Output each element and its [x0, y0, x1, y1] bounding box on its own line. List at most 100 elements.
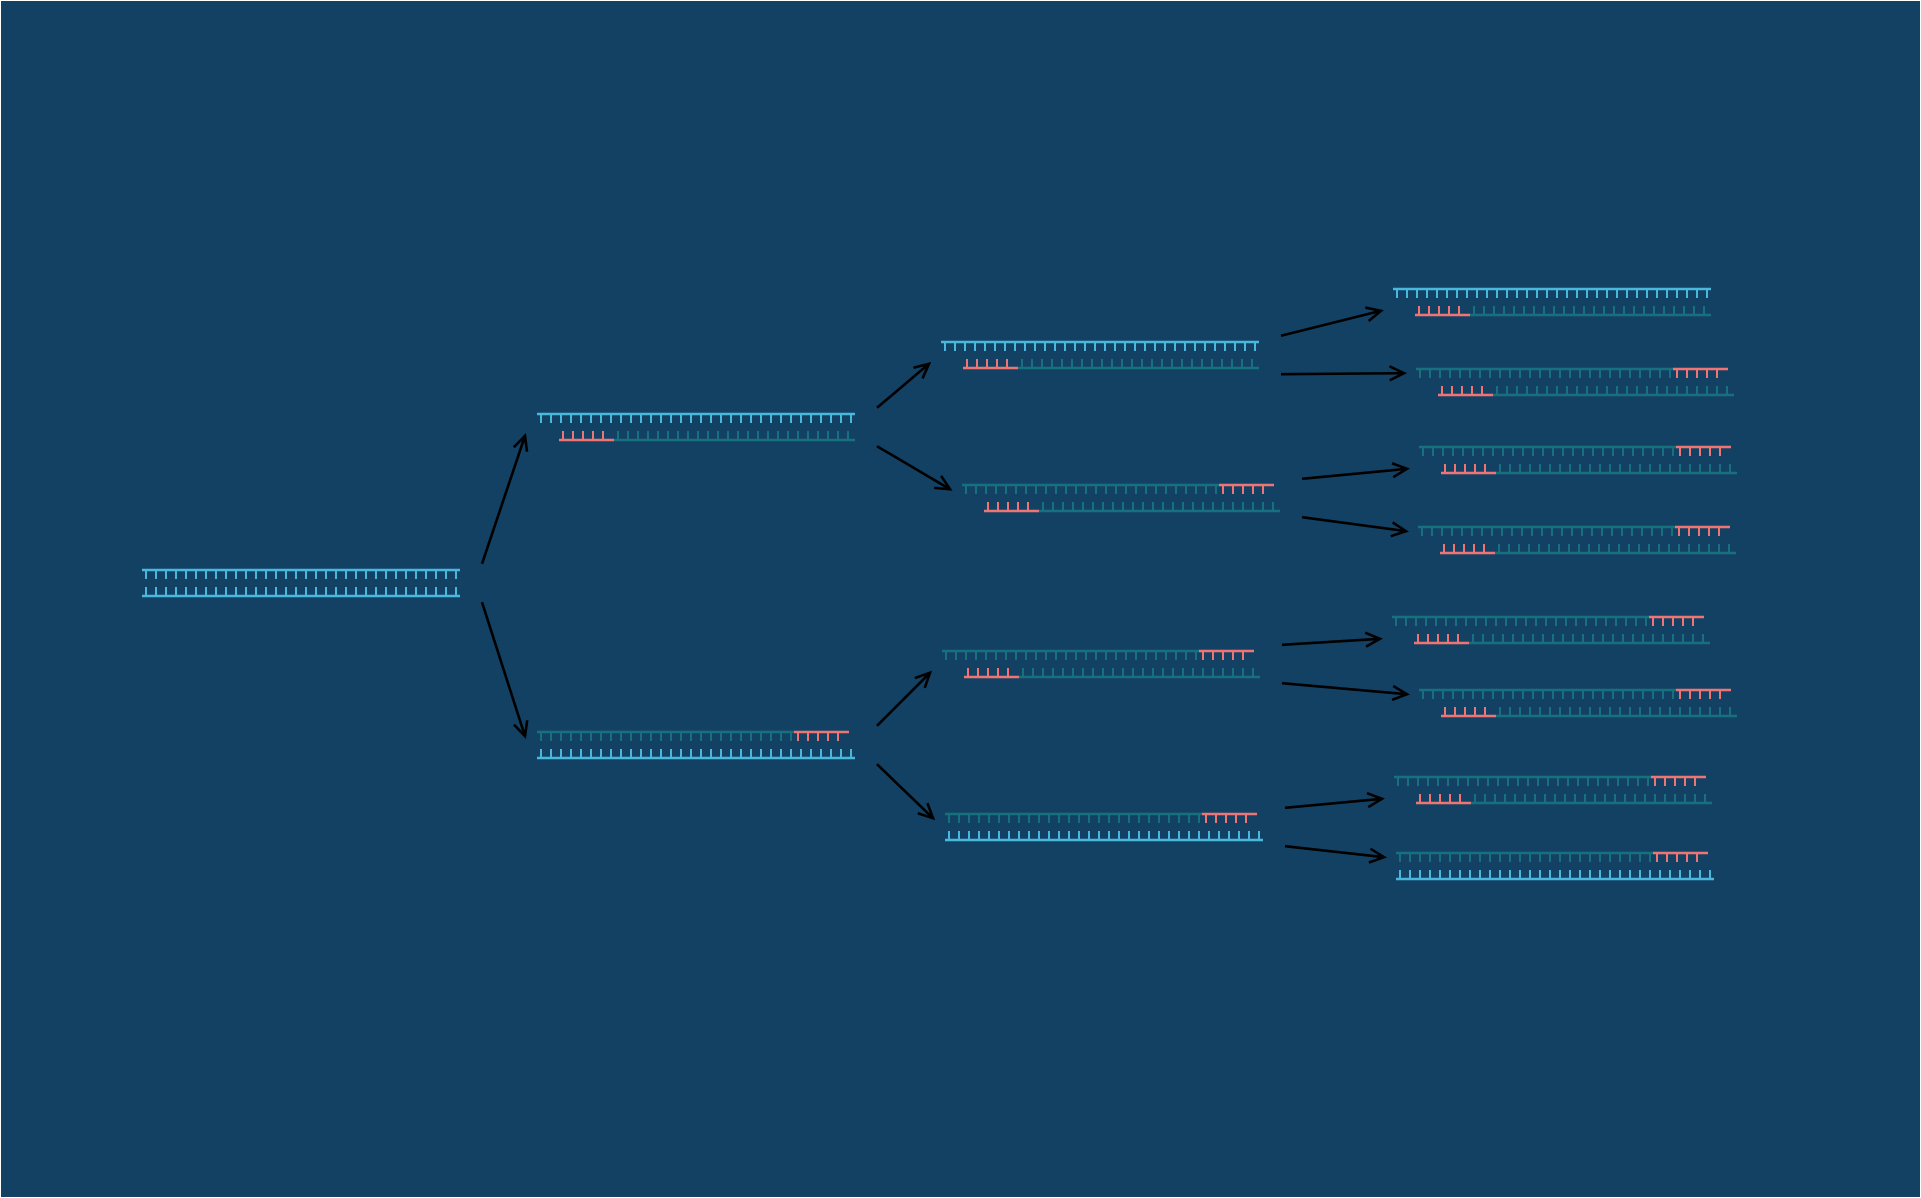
bottom-strand — [1469, 634, 1710, 645]
arrow-shaft — [1280, 309, 1382, 338]
primer-top — [1649, 615, 1704, 626]
arrow-shaft — [480, 435, 527, 565]
bottom-strand — [614, 431, 855, 442]
dna-molecule — [1419, 688, 1737, 718]
dna-molecule — [142, 568, 460, 598]
arrow — [876, 670, 933, 727]
arrow — [1280, 306, 1384, 338]
arrow — [480, 601, 529, 740]
bottom-strand — [1019, 668, 1260, 679]
primer-bottom — [1416, 794, 1471, 805]
primer-top — [1653, 851, 1708, 862]
arrow — [876, 763, 936, 821]
bottom-strand — [945, 831, 1263, 842]
arrow-head — [1366, 791, 1385, 809]
dna-molecule — [941, 340, 1259, 370]
arrow-head — [1390, 521, 1409, 538]
arrow-head — [917, 802, 936, 821]
arrow-shaft — [1284, 844, 1385, 859]
primer-bottom — [1441, 707, 1496, 718]
molecules-layer — [142, 287, 1737, 881]
dna-molecule — [1394, 775, 1712, 805]
dna-molecule — [1396, 851, 1714, 881]
arrow-shaft — [1284, 797, 1383, 810]
primer-bottom — [1414, 634, 1469, 645]
arrow — [1284, 844, 1387, 864]
top-strand — [942, 649, 1199, 660]
bottom-strand — [1496, 464, 1737, 475]
arrow — [876, 361, 932, 409]
arrow-head — [933, 475, 953, 491]
bottom-strand — [537, 749, 855, 760]
top-strand — [1396, 851, 1653, 862]
primer-top — [1675, 525, 1730, 536]
arrow-head — [1388, 365, 1407, 382]
bottom-strand — [1396, 870, 1714, 881]
dna-molecule — [942, 649, 1260, 679]
primer-top — [1676, 688, 1731, 699]
arrow-shaft — [1301, 515, 1407, 533]
arrow-shaft — [876, 362, 930, 409]
arrow-head — [913, 361, 932, 379]
arrow-head — [512, 432, 529, 452]
arrow-head — [1368, 847, 1387, 864]
dna-molecule — [537, 412, 855, 442]
arrow-head — [1391, 462, 1410, 479]
primer-bottom — [559, 431, 614, 442]
bottom-strand — [1471, 794, 1712, 805]
primer-bottom — [963, 359, 1018, 370]
bottom-strand — [1039, 502, 1280, 513]
arrow — [1281, 631, 1383, 648]
arrow-head — [1391, 684, 1410, 702]
primer-bottom — [1415, 306, 1470, 317]
arrow — [1301, 515, 1409, 538]
top-strand — [962, 483, 1219, 494]
top-strand — [1419, 445, 1676, 456]
primer-bottom — [984, 502, 1039, 513]
dna-molecule — [945, 812, 1263, 842]
primer-bottom — [1441, 464, 1496, 475]
primer-top — [794, 730, 849, 741]
arrow-shaft — [1301, 467, 1408, 481]
primer-top — [1651, 775, 1706, 786]
bottom-strand — [1018, 359, 1259, 370]
arrow-shaft — [1281, 681, 1408, 696]
arrow-shaft — [876, 445, 951, 491]
dna-molecule — [962, 483, 1280, 513]
top-strand — [1394, 775, 1651, 786]
top-strand — [945, 812, 1202, 823]
primer-top — [1676, 445, 1731, 456]
arrow-shaft — [876, 671, 931, 727]
top-strand — [1416, 367, 1673, 378]
top-strand — [941, 340, 1259, 351]
arrow — [876, 445, 953, 491]
arrow-head — [1364, 631, 1383, 648]
arrow — [1281, 681, 1410, 702]
primer-bottom — [1438, 386, 1493, 397]
primer-bottom — [1440, 544, 1495, 555]
top-strand — [537, 730, 794, 741]
arrow-head — [914, 670, 933, 689]
top-strand — [537, 412, 855, 423]
arrow-shaft — [1280, 371, 1405, 376]
dna-molecule — [1393, 287, 1711, 317]
top-strand — [1393, 287, 1711, 298]
arrow-head — [513, 720, 529, 740]
primer-top — [1673, 367, 1728, 378]
top-strand — [1392, 615, 1649, 626]
arrow-head — [1365, 306, 1384, 323]
dna-molecule — [1419, 445, 1737, 475]
dna-molecule — [1392, 615, 1710, 645]
arrows-layer — [480, 306, 1410, 864]
arrow-shaft — [480, 601, 527, 737]
bottom-strand — [1496, 707, 1737, 718]
dna-molecule — [1416, 367, 1734, 397]
arrow — [480, 432, 529, 565]
arrow — [1284, 791, 1385, 810]
arrow — [1301, 462, 1410, 481]
bottom-strand — [1470, 306, 1711, 317]
arrow-shaft — [1281, 637, 1381, 647]
